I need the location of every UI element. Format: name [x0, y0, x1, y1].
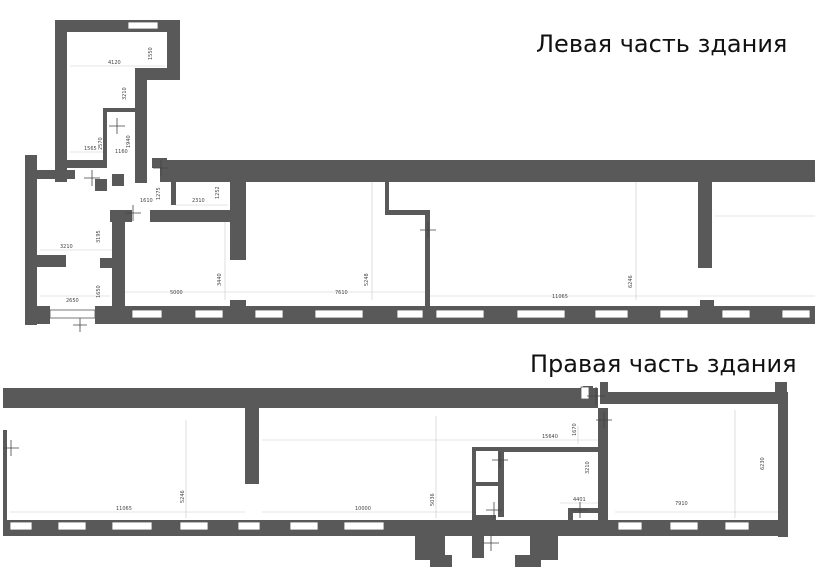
dim-label: 1670 [572, 423, 578, 436]
dim-label: 7910 [675, 501, 688, 507]
dim-label: 1610 [140, 198, 153, 204]
dim-label: 6246 [628, 275, 634, 288]
dim-label: 1940 [126, 135, 132, 148]
dim-label: 3440 [217, 273, 223, 286]
dim-label: 5246 [180, 490, 186, 503]
dim-label: 2310 [192, 198, 205, 204]
dim-label: 2570 [98, 137, 104, 150]
title-right-part: Правая часть здания [530, 350, 797, 378]
dim-label: 1252 [215, 186, 221, 199]
dim-label: 11065 [552, 294, 568, 300]
dim-label: 7610 [335, 290, 348, 296]
dim-label: 15640 [542, 434, 558, 440]
dim-label: 3210 [60, 244, 73, 250]
right-dimension-lines [10, 410, 778, 518]
dim-label: 1275 [156, 187, 162, 200]
left-dimension-labels: 4120 1550 3210 1565 2570 1160 1940 1610 … [60, 47, 634, 304]
right-part-plan: Правая часть здания [3, 350, 797, 567]
dim-label: 10000 [355, 506, 371, 512]
left-cross-marks [73, 118, 436, 332]
title-left-part: Левая часть здания [536, 30, 787, 58]
dim-label: 3210 [585, 461, 591, 474]
dim-label: 1565 [84, 146, 97, 152]
dim-label: 1160 [115, 149, 128, 155]
dim-label: 6230 [760, 457, 766, 470]
dim-label: 3195 [96, 230, 102, 243]
right-dimension-labels: 11065 5246 10000 5036 15640 1670 3210 44… [116, 423, 766, 512]
right-walls [3, 382, 788, 567]
dim-label: 5248 [364, 273, 370, 286]
dim-label: 5036 [430, 493, 436, 506]
dim-label: 11065 [116, 506, 132, 512]
right-cross-marks [3, 387, 612, 551]
right-windows [9, 386, 750, 531]
left-dimension-lines [40, 65, 815, 300]
dim-label: 5000 [170, 290, 183, 296]
dim-label: 1550 [148, 47, 154, 60]
dim-label: 2650 [66, 298, 79, 304]
dim-label: 3210 [122, 87, 128, 100]
dim-label: 4401 [573, 497, 586, 503]
dim-label: 4120 [108, 60, 121, 66]
left-windows [49, 21, 811, 319]
dim-label: 1650 [96, 285, 102, 298]
left-part-plan: Левая часть здания [25, 20, 815, 332]
